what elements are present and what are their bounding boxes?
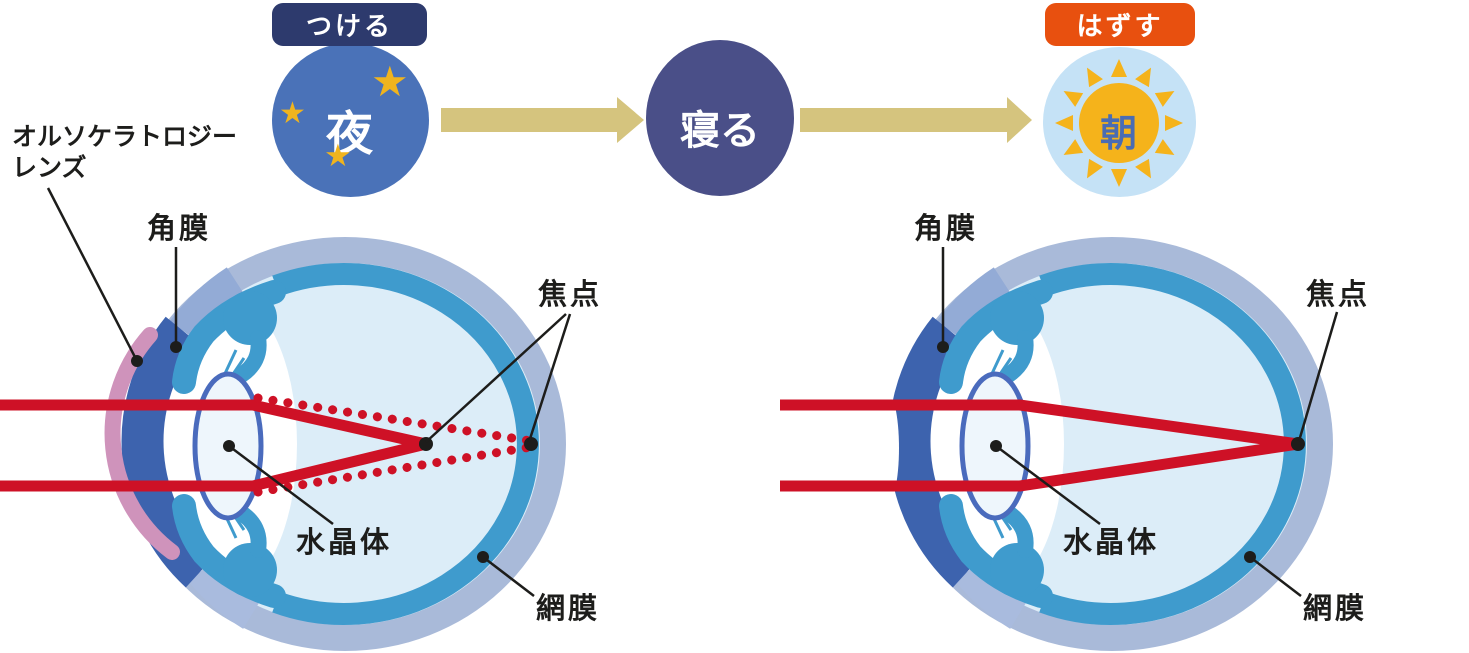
eye-diagram-right bbox=[780, 237, 1333, 651]
night-label: 夜 bbox=[326, 107, 373, 162]
label-focal-point-right: 焦点 bbox=[1306, 277, 1371, 311]
star-icon: ★ bbox=[324, 138, 352, 174]
dotted-rays-left bbox=[253, 393, 536, 497]
ortho-lens-arc bbox=[104, 327, 180, 560]
focal-dot-left-near bbox=[419, 437, 433, 451]
cornea-flattened-zone bbox=[873, 390, 899, 506]
label-retina-right: 網膜 bbox=[1303, 591, 1368, 625]
attach-badge: つける bbox=[272, 3, 427, 46]
flow-arrow-2 bbox=[800, 97, 1032, 143]
star-icon: ★ bbox=[371, 57, 409, 106]
iris-ciliary-right bbox=[939, 280, 1053, 608]
focal-dot-left-retina bbox=[524, 437, 538, 451]
label-crystalline-lens-right: 水晶体 bbox=[1063, 525, 1160, 559]
cornea-left bbox=[121, 316, 215, 588]
label-crystalline-lens-left: 水晶体 bbox=[296, 525, 393, 559]
label-ortho-lens-line2: レンズ bbox=[12, 153, 87, 183]
label-cornea-left: 角膜 bbox=[147, 211, 212, 245]
sleep-circle bbox=[646, 40, 794, 196]
morning-label: 朝 bbox=[1100, 112, 1137, 155]
iris-ciliary-left bbox=[172, 280, 286, 608]
label-focal-point-left: 焦点 bbox=[538, 277, 603, 311]
label-ortho-lens-line1: オルソケラトロジー bbox=[12, 122, 238, 151]
sun-icon bbox=[1055, 59, 1183, 187]
cornea-right bbox=[888, 316, 982, 588]
focal-dot-right-retina bbox=[1291, 437, 1305, 451]
label-retina-left: 網膜 bbox=[536, 591, 601, 625]
star-icon: ★ bbox=[279, 96, 306, 131]
light-rays-right bbox=[780, 399, 1299, 492]
light-rays-left bbox=[0, 399, 428, 492]
label-ortho-lens: オルソケラトロジー レンズ bbox=[12, 121, 237, 184]
eye-diagram-left bbox=[0, 237, 566, 651]
remove-badge: はずす bbox=[1045, 3, 1195, 46]
label-cornea-right: 角膜 bbox=[914, 211, 979, 245]
flow-arrow-1 bbox=[441, 97, 644, 143]
sleep-label: 寝る bbox=[680, 108, 760, 154]
night-circle bbox=[272, 43, 429, 197]
leader-lines bbox=[46, 187, 1339, 597]
